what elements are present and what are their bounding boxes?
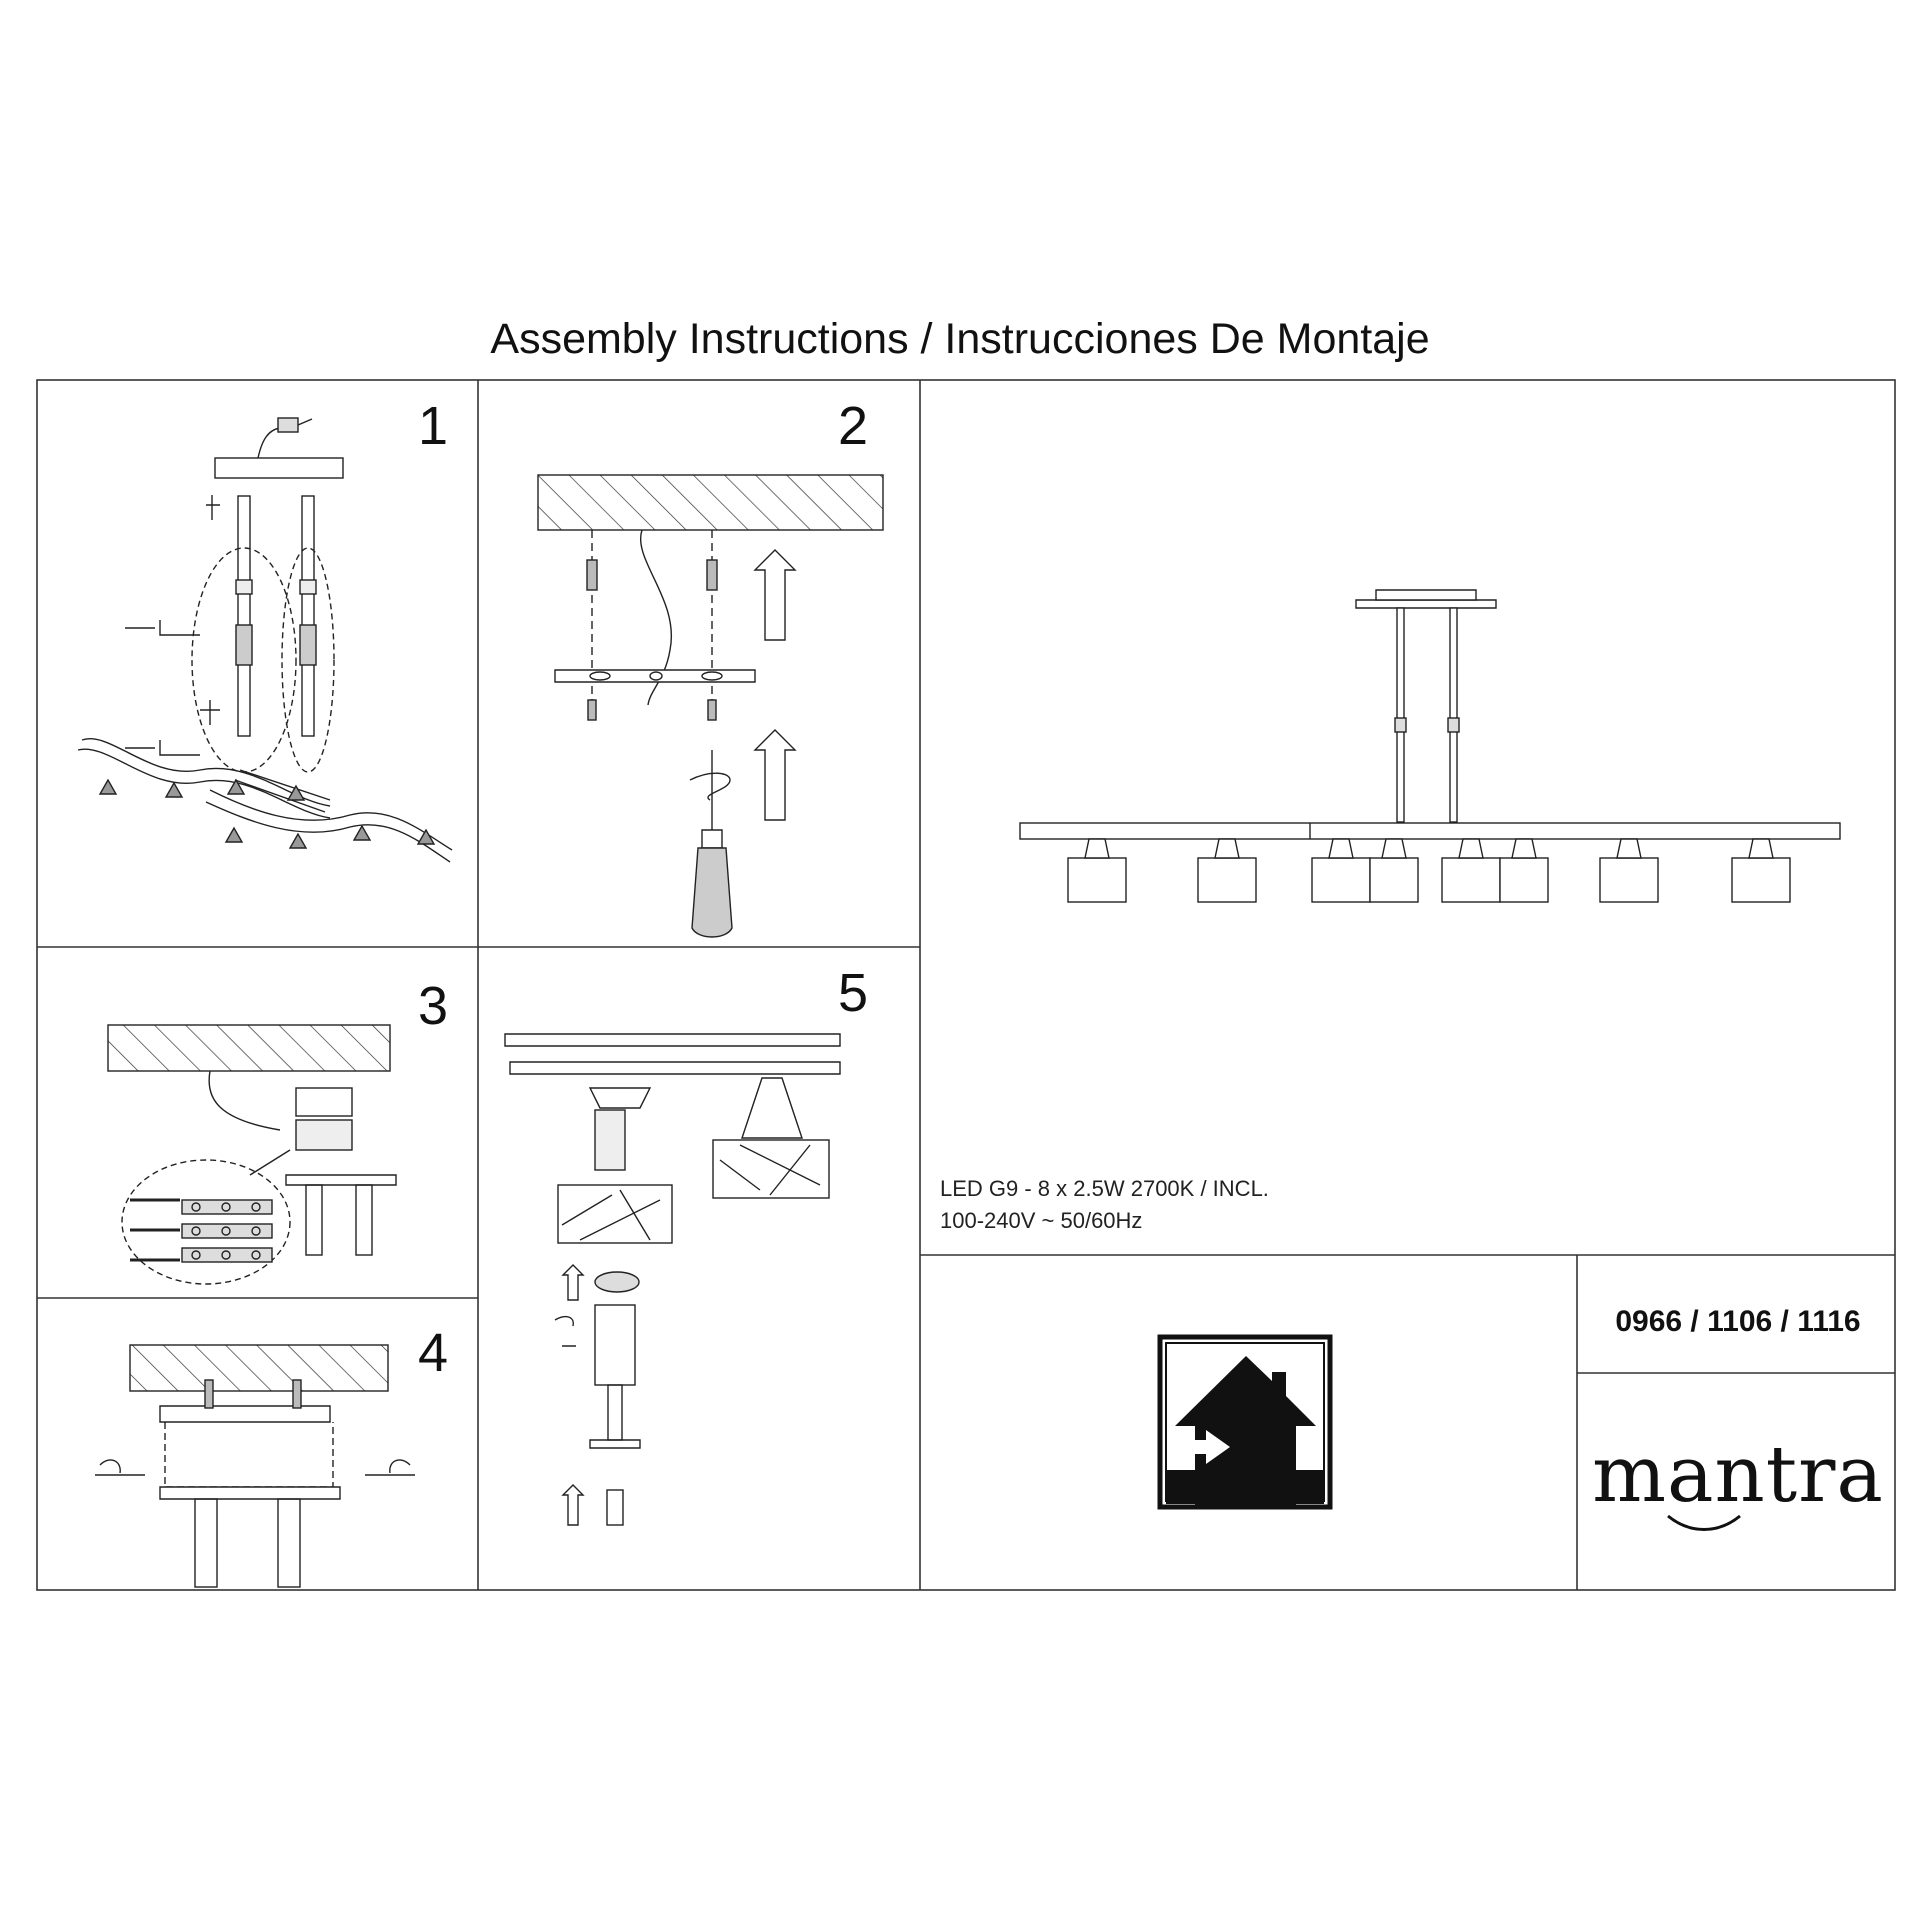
page-title: Assembly Instructions / Instrucciones De…	[490, 315, 1430, 363]
step-number-4: 4	[418, 1323, 449, 1383]
step-number-3: 3	[418, 976, 449, 1036]
model-numbers: 0966 / 1106 / 1116	[1615, 1305, 1861, 1338]
spec-bulb-line: LED G9 - 8 x 2.5W 2700K / INCL.	[940, 1176, 1269, 1201]
brand-logo: mantra	[1578, 1430, 1898, 1520]
lamp-shades	[1067, 838, 1791, 903]
brand-logo-text: mantra	[1592, 1430, 1884, 1520]
outer-frame	[36, 379, 1896, 1591]
step-number-2: 2	[838, 396, 869, 456]
step-number-1: 1	[418, 396, 449, 456]
spec-voltage-line: 100-240V ~ 50/60Hz	[940, 1208, 1143, 1233]
step-number-5: 5	[838, 963, 869, 1023]
